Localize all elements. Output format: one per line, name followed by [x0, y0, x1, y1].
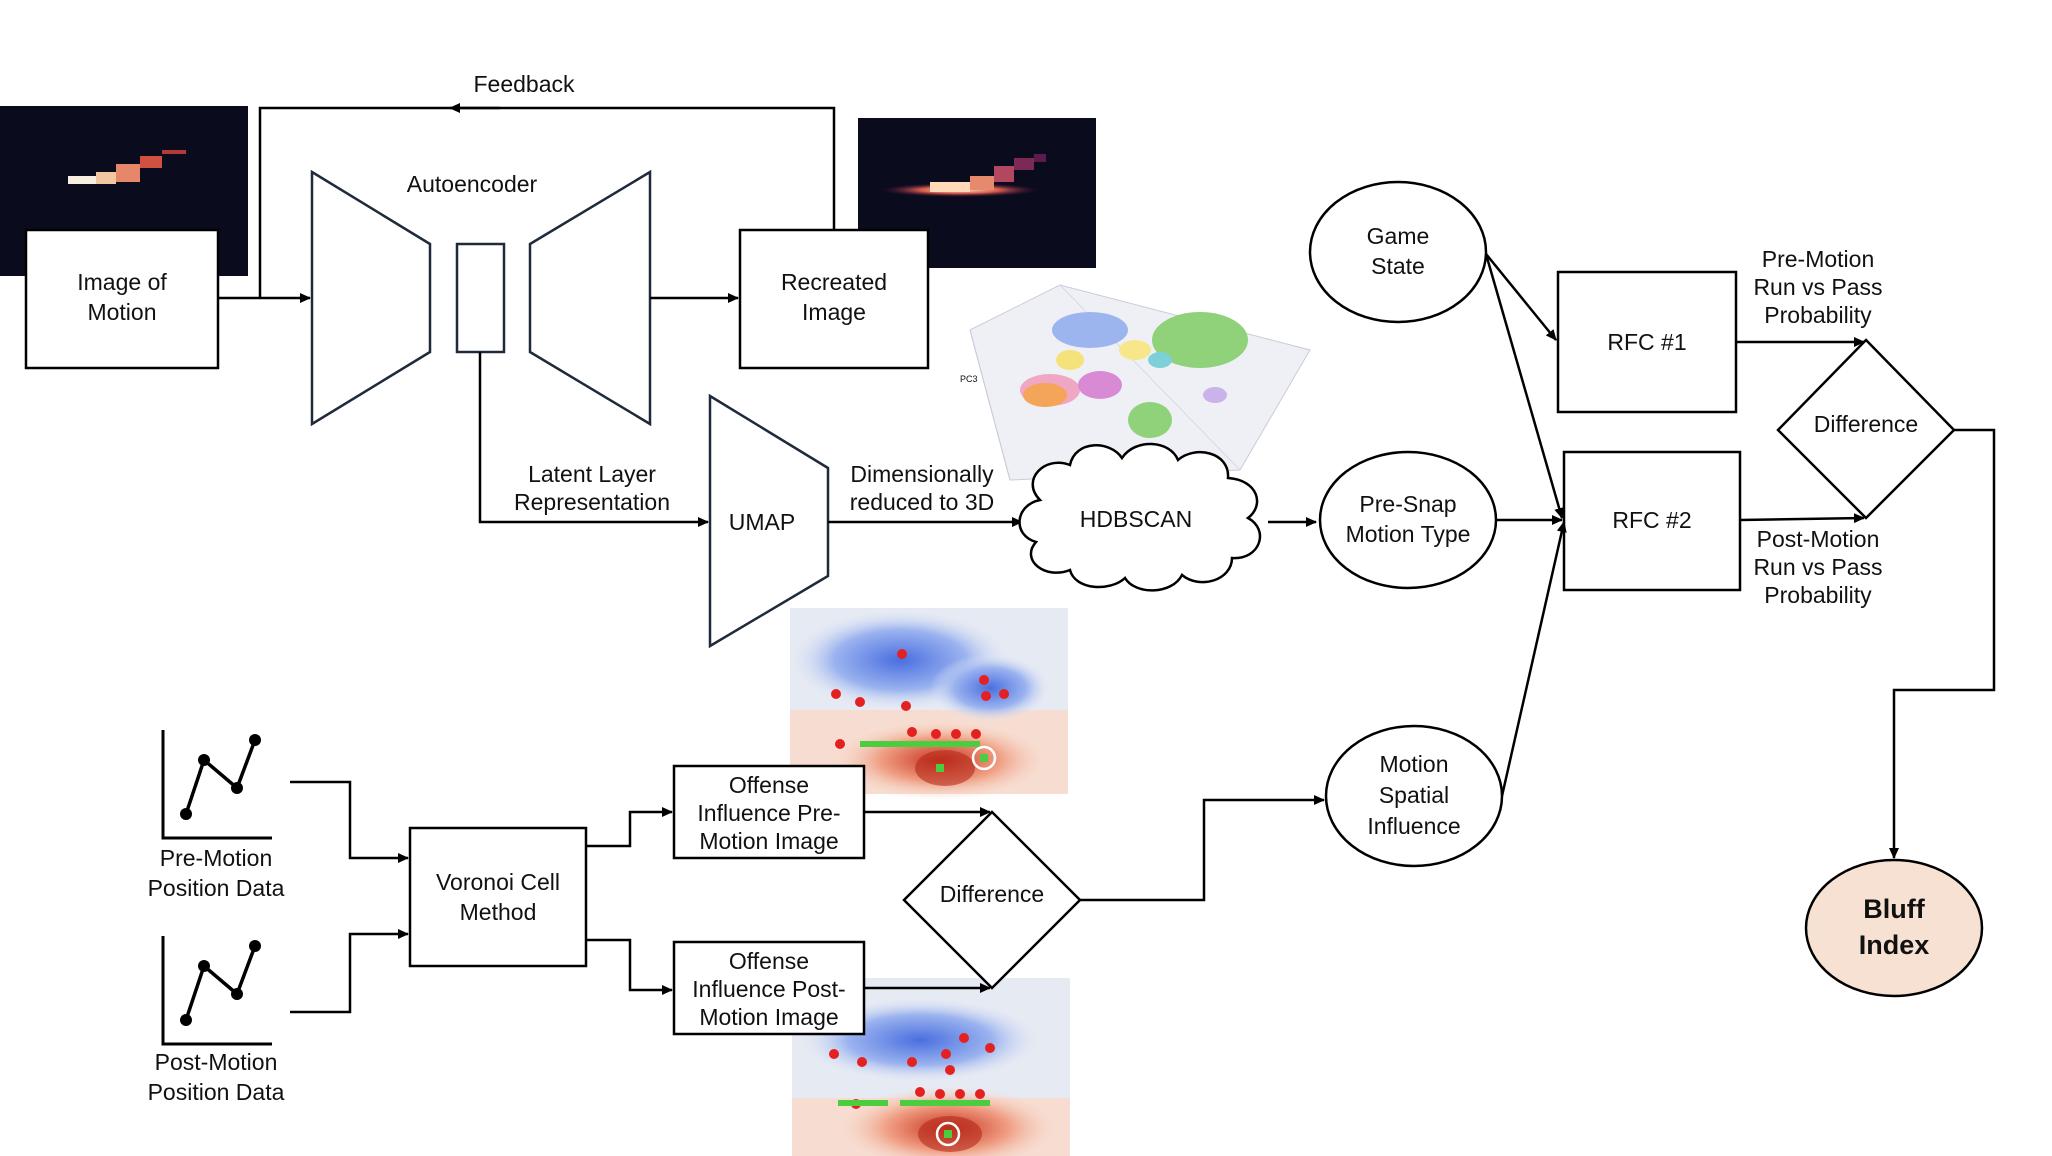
dim-reduced-line2: reduced to 3D — [850, 489, 994, 515]
arrow-latent-to-umap — [478, 352, 709, 527]
latent-layer-box — [455, 242, 506, 354]
arrow-gamestate-to-rfc2 — [1484, 253, 1565, 519]
image-of-motion-box: Image of Motion — [24, 228, 220, 370]
svg-text:Influence: Influence — [1367, 813, 1460, 839]
svg-text:HDBSCAN: HDBSCAN — [1080, 506, 1192, 532]
svg-text:Probability: Probability — [1764, 302, 1872, 328]
svg-text:Index: Index — [1859, 930, 1930, 960]
offense-pre-heatmap-image — [790, 608, 1068, 800]
latent-label-line1: Latent Layer — [528, 461, 656, 487]
dim-reduced-line1: Dimensionally — [850, 461, 994, 487]
svg-text:Offense: Offense — [729, 772, 809, 798]
svg-text:Recreated: Recreated — [781, 269, 887, 295]
svg-text:Motion: Motion — [1379, 751, 1448, 777]
rfc1-box: RFC #1 — [1556, 270, 1738, 414]
arrow-rfc2-to-difference — [1739, 513, 1865, 524]
svg-text:Spatial: Spatial — [1379, 782, 1449, 808]
rfc2-box: RFC #2 — [1562, 450, 1742, 592]
motion-spatial-influence-node: Motion Spatial Influence — [1324, 724, 1504, 868]
arrow-difference-to-spatial — [1080, 795, 1325, 902]
svg-text:Motion Image: Motion Image — [699, 1004, 838, 1030]
svg-text:Image: Image — [802, 299, 866, 325]
svg-text:Motion Type: Motion Type — [1346, 521, 1471, 547]
post-motion-data-line1: Post-Motion — [155, 1049, 278, 1075]
post-motion-chart-icon — [161, 936, 272, 1046]
svg-text:Offense: Offense — [729, 948, 809, 974]
umap-label: UMAP — [729, 509, 795, 535]
arrow-spatial-to-rfc2 — [1500, 521, 1567, 797]
svg-text:Influence Post-: Influence Post- — [692, 976, 845, 1002]
arrow-pre-data-to-voronoi — [290, 780, 409, 863]
svg-text:State: State — [1371, 253, 1425, 279]
svg-text:Image of: Image of — [77, 269, 167, 295]
offense-post-box: Offense Influence Post- Motion Image — [672, 940, 866, 1036]
pre-motion-data-line2: Position Data — [148, 875, 285, 901]
svg-text:Bluff: Bluff — [1863, 894, 1925, 924]
arrow-voronoi-to-offense-pre — [586, 807, 673, 848]
difference-diamond-bottom: Difference — [902, 810, 1082, 990]
svg-text:Pre-Motion: Pre-Motion — [1762, 246, 1874, 272]
svg-text:Post-Motion: Post-Motion — [1757, 526, 1880, 552]
voronoi-cell-method-box: Voronoi Cell Method — [408, 826, 588, 968]
offense-post-heatmap-image — [792, 978, 1070, 1156]
svg-text:Influence Pre-: Influence Pre- — [697, 800, 840, 826]
svg-text:Probability: Probability — [1764, 582, 1872, 608]
umap-3d-scatter-image: PC3 — [960, 284, 1311, 481]
svg-text:Method: Method — [460, 899, 537, 925]
svg-text:Motion Image: Motion Image — [699, 828, 838, 854]
pre-motion-data-line1: Pre-Motion — [160, 845, 272, 871]
umap-trapezoid — [708, 393, 830, 649]
feedback-arrow — [258, 106, 836, 298]
recreated-image-box: Recreated Image — [738, 228, 930, 370]
svg-text:Voronoi Cell: Voronoi Cell — [436, 869, 560, 895]
svg-text:Pre-Snap: Pre-Snap — [1359, 491, 1456, 517]
svg-text:Difference: Difference — [1814, 411, 1918, 437]
arrow-post-data-to-voronoi — [290, 929, 409, 1014]
svg-text:Run vs Pass: Run vs Pass — [1753, 274, 1882, 300]
presnap-motion-type-node: Pre-Snap Motion Type — [1318, 450, 1498, 590]
offense-pre-box: Offense Influence Pre- Motion Image — [672, 764, 866, 860]
game-state-node: Game State — [1308, 180, 1488, 324]
svg-text:Game: Game — [1367, 223, 1430, 249]
pre-motion-chart-icon — [161, 730, 272, 840]
post-motion-data-line2: Position Data — [148, 1079, 285, 1105]
arrow-voronoi-to-offense-post — [586, 938, 673, 995]
svg-text:PC3: PC3 — [960, 374, 978, 384]
decoder-trapezoid — [528, 169, 652, 427]
arrow-gamestate-to-rfc1 — [1485, 253, 1557, 341]
svg-text:Difference: Difference — [940, 881, 1044, 907]
svg-text:Run vs Pass: Run vs Pass — [1753, 554, 1882, 580]
hdbscan-cloud: HDBSCAN — [1018, 442, 1262, 592]
arrow-difference-to-bluff — [1889, 428, 1996, 859]
bluff-index-node: Bluff Index — [1804, 858, 1984, 998]
post-motion-prob-label: Post-Motion Run vs Pass Probability — [1753, 526, 1882, 608]
autoencoder-label: Autoencoder — [407, 171, 538, 197]
latent-label-line2: Representation — [514, 489, 670, 515]
svg-text:RFC #1: RFC #1 — [1607, 329, 1686, 355]
difference-diamond-top: Difference — [1776, 338, 1956, 520]
svg-text:RFC #2: RFC #2 — [1612, 507, 1691, 533]
encoder-trapezoid — [310, 169, 432, 427]
svg-text:Motion: Motion — [87, 299, 156, 325]
feedback-label: Feedback — [473, 71, 575, 97]
pre-motion-prob-label: Pre-Motion Run vs Pass Probability — [1753, 246, 1882, 328]
